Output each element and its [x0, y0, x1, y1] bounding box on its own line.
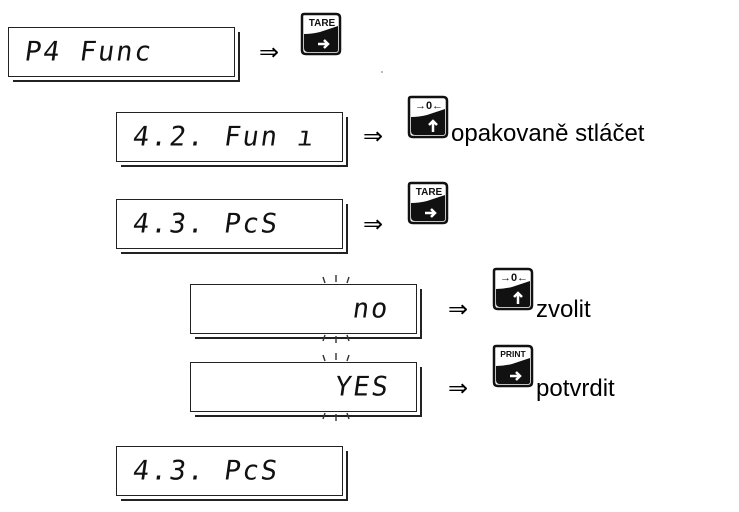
blink-marks	[322, 353, 350, 421]
display-4-3-pcs-final: 4.3. PcS	[116, 446, 343, 496]
speck	[381, 71, 383, 73]
arrow-5: ⇒	[448, 374, 469, 402]
arrow-2: ⇒	[363, 122, 384, 150]
zero-key[interactable]: →0←	[405, 95, 449, 139]
tare-key[interactable]: TARE	[405, 181, 449, 225]
zero-key[interactable]: →0←	[490, 267, 534, 311]
tare-key-label: TARE	[309, 18, 336, 29]
action-label: opakovaně stláčet	[451, 120, 645, 147]
display-text: P4 Func	[22, 36, 155, 68]
tare-key[interactable]: TARE	[298, 12, 342, 56]
display-p4-func: P4 Func	[8, 27, 235, 77]
action-label: zvolit	[536, 296, 591, 323]
display-text: 4.3. PcS	[130, 208, 282, 240]
display-text: no	[351, 293, 393, 325]
print-key[interactable]: PRINT	[490, 344, 534, 388]
tare-key-icon: TARE	[300, 12, 342, 56]
tare-key-icon: TARE	[407, 181, 449, 225]
display-yes: YES	[190, 353, 417, 421]
display-no: no	[190, 275, 417, 343]
zero-key-icon: →0←	[407, 95, 449, 139]
zero-key-label: →0←	[500, 272, 528, 284]
tare-key-label: TARE	[416, 187, 443, 198]
display-4-3-pcs: 4.3. PcS	[116, 199, 343, 249]
blink-marks	[322, 275, 350, 343]
display-text: 4.2. Fun ı	[130, 121, 318, 153]
display-text: 4.3. PcS	[130, 455, 282, 487]
zero-key-icon: →0←	[492, 267, 534, 311]
print-key-icon: PRINT	[492, 344, 534, 388]
print-key-label: PRINT	[500, 349, 526, 359]
arrow-3: ⇒	[363, 210, 384, 238]
zero-key-label: →0←	[415, 100, 443, 112]
display-text: YES	[333, 371, 393, 403]
arrow-4: ⇒	[448, 295, 469, 323]
action-label: potvrdit	[536, 375, 615, 402]
arrow-1: ⇒	[259, 38, 280, 66]
display-4-2-funi: 4.2. Fun ı	[116, 112, 343, 162]
